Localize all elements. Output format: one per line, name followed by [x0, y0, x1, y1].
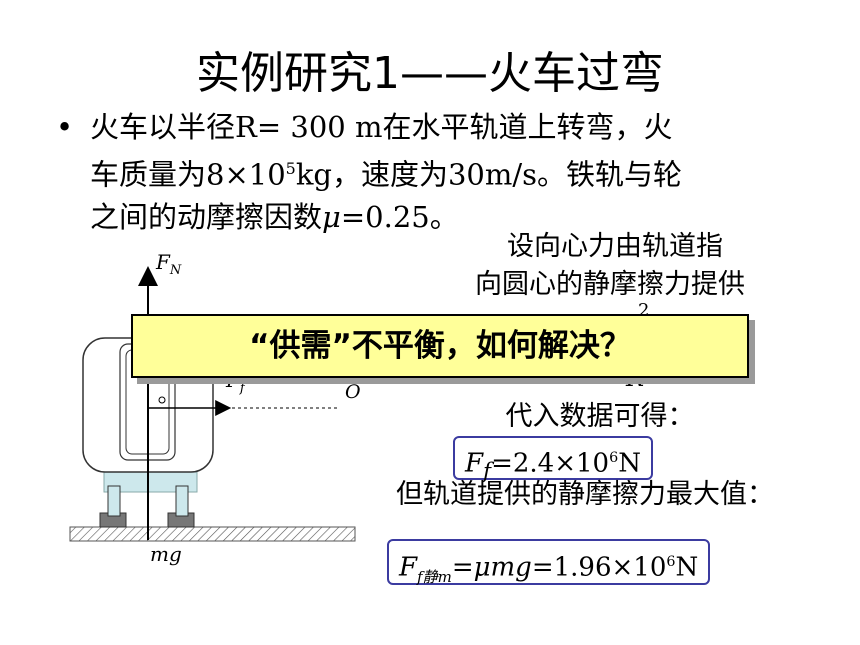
problem-text: 车质量为	[90, 157, 207, 192]
problem-line-1: 火车以半径R= 300 m在水平轨道上转弯，火	[90, 106, 846, 148]
mass-value: 8×10	[206, 157, 286, 192]
problem-line-2: 车质量为8×105kg，速度为30m/s。铁轨与轮	[90, 148, 846, 196]
problem-line-3: 之间的动摩擦因数μ=0.25。	[90, 196, 846, 238]
force-subscript: f静m	[417, 567, 452, 586]
substitute-text: 代入数据可得：	[505, 401, 695, 432]
friction-exponent: 6	[609, 450, 619, 466]
ground-hatch	[69, 526, 356, 542]
center-of-mass-dot	[158, 396, 166, 404]
question-banner: “供需”不平衡，如何解决？	[131, 314, 749, 378]
mu-value: =0.25	[340, 199, 430, 234]
bullet-point: •	[56, 110, 74, 144]
assumption-line-1: 设向心力由轨道指	[507, 231, 723, 262]
mass-unit: kg	[295, 157, 332, 192]
center-o-label: O	[345, 381, 361, 403]
fn-label: FN	[156, 250, 182, 278]
problem-statement: • 火车以半径R= 300 m在水平轨道上转弯，火 车质量为8×105kg，速度…	[56, 106, 846, 238]
problem-text: 。铁轨与轮	[537, 157, 683, 192]
mu-mg: μmg	[473, 552, 532, 583]
problem-text: 之间的动摩擦因数	[90, 199, 323, 234]
force-symbol: F	[399, 552, 418, 583]
wheel-right	[175, 485, 189, 517]
result-max-friction-box: Ff静m=μmg=1.96×106N	[387, 539, 711, 586]
mu-symbol: μ	[322, 199, 341, 234]
wheel-left	[107, 485, 121, 517]
force-subscript: f	[483, 458, 492, 484]
speed-value: 30m/s	[447, 157, 538, 192]
formula-fragment-exponent: 2	[638, 300, 650, 321]
mg-label: mg	[150, 542, 182, 566]
radius-value: R= 300 m	[235, 110, 383, 144]
result-friction-box: Ff=2.4×106N	[453, 436, 653, 484]
force-symbol: F	[465, 448, 484, 479]
mass-exponent: 5	[285, 159, 296, 178]
problem-text: 。	[429, 199, 459, 234]
problem-text: 火车以半径	[90, 110, 236, 144]
problem-text: 在水平轨道上转弯，火	[382, 110, 673, 144]
max-friction-unit: N	[675, 552, 699, 583]
friction-value: =2.4×10	[491, 448, 610, 479]
friction-unit: N	[618, 448, 641, 479]
assumption-line-2: 向圆心的静摩擦力提供	[475, 269, 745, 300]
slide-title: 实例研究1——火车过弯	[196, 48, 664, 99]
max-friction-exponent: 6	[666, 554, 676, 570]
max-friction-value: =1.96×10	[531, 552, 667, 583]
equals-sign: =	[451, 552, 474, 583]
problem-text: ，速度为	[331, 157, 448, 192]
max-friction-text: 但轨道提供的静摩擦力最大值：	[396, 479, 774, 510]
